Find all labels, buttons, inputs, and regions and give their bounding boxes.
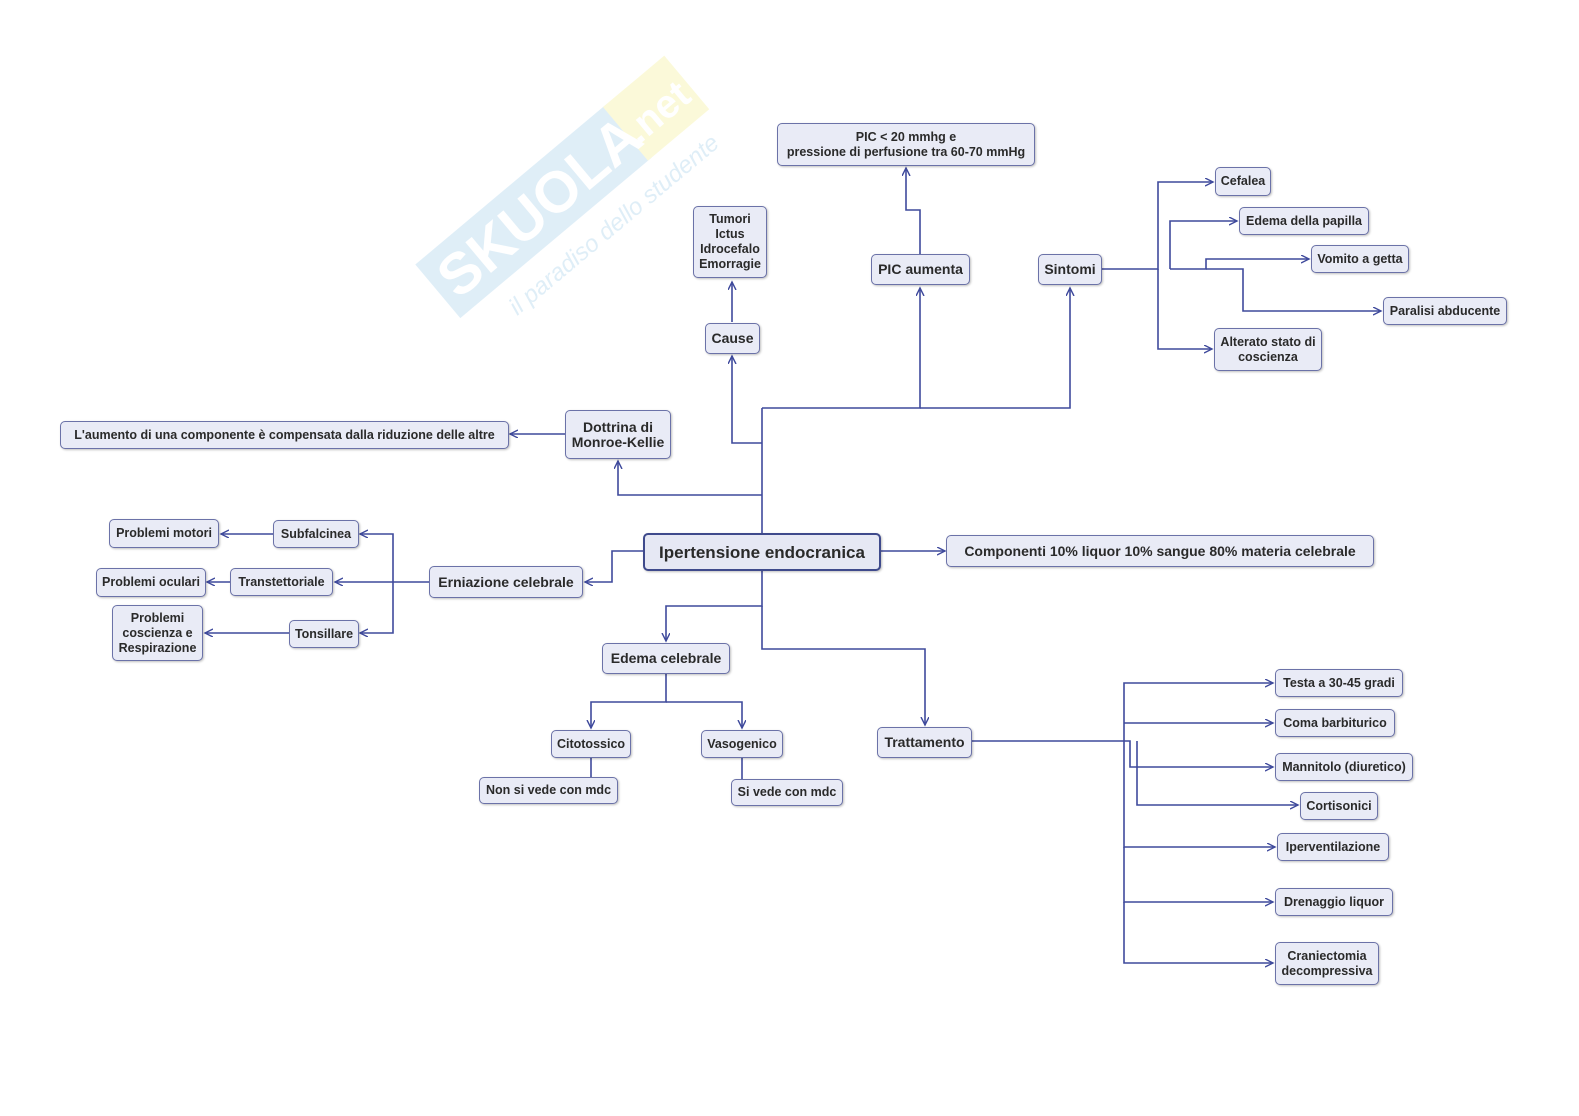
node-edema-celebrale[interactable]: Edema celebrale (602, 643, 730, 674)
node-pic-aumenta[interactable]: PIC aumenta (871, 254, 970, 285)
edge-edema-citotossico (591, 674, 667, 728)
edge-sintomi-cefalea (1102, 182, 1213, 270)
edge-tratt-iperventilazione (1123, 741, 1275, 847)
edge-to-edema (666, 570, 763, 641)
edge-sintomi-paralisi (1206, 268, 1381, 311)
node-componenti[interactable]: Componenti 10% liquor 10% sangue 80% mat… (946, 535, 1374, 567)
edge-edema-vasogenico (666, 701, 742, 728)
node-subfalcinea[interactable]: Subfalcinea (273, 520, 359, 548)
node-vomito[interactable]: Vomito a getta (1311, 245, 1409, 273)
node-edema-papilla[interactable]: Edema della papilla (1239, 207, 1369, 235)
edge-to-trattamento (761, 606, 925, 725)
node-transtettoriale[interactable]: Transtettoriale (230, 568, 333, 596)
node-craniectomia[interactable]: Craniectomia decompressiva (1275, 942, 1379, 985)
node-alterato-coscienza[interactable]: Alterato stato di coscienza (1214, 328, 1322, 371)
edge-to-cause (732, 356, 762, 444)
edge-erniazione-tonsillare (360, 582, 394, 633)
edge-tratt-mannitolo (1124, 740, 1273, 767)
node-cortisonici[interactable]: Cortisonici (1300, 792, 1378, 820)
node-problemi-motori[interactable]: Problemi motori (109, 519, 219, 548)
node-problemi-oculari[interactable]: Problemi oculari (96, 568, 206, 597)
node-trattamento[interactable]: Trattamento (877, 727, 972, 758)
node-cause-elenco[interactable]: Tumori Ictus Idrocefalo Emorragie (693, 206, 767, 278)
node-sintomi[interactable]: Sintomi (1038, 254, 1102, 285)
node-dottrina-monroe-kellie[interactable]: Dottrina di Monroe-Kellie (565, 410, 671, 459)
node-dottrina-descrizione[interactable]: L'aumento di una componente è compensata… (60, 421, 509, 449)
node-tonsillare[interactable]: Tonsillare (289, 620, 359, 648)
node-pic-descrizione[interactable]: PIC < 20 mmhg e pressione di perfusione … (777, 123, 1035, 166)
edge-to-sintomi (920, 288, 1070, 409)
node-si-vede-mdc[interactable]: Si vede con mdc (731, 779, 843, 806)
edge-sintomi-vomito (1170, 259, 1309, 270)
node-cefalea[interactable]: Cefalea (1215, 167, 1271, 196)
skuola-watermark-logo: SKUOLA .net il paradiso dello studente (415, 55, 725, 321)
edge-sintomi-alterato (1157, 269, 1212, 349)
edge-tratt-craniectomia (1123, 902, 1273, 963)
edge-tratt-testa (1123, 683, 1273, 741)
node-ipertensione-endocranica[interactable]: Ipertensione endocranica (643, 533, 881, 571)
edge-to-erniazione (585, 550, 643, 582)
node-cause[interactable]: Cause (705, 323, 760, 354)
edge-tratt-drenaggio (1123, 847, 1273, 902)
node-testa-30-45[interactable]: Testa a 30-45 gradi (1275, 669, 1403, 697)
edge-erniazione-subfalcinea (360, 534, 394, 582)
edge-tratt-cortisonici (1136, 741, 1298, 805)
node-vasogenico[interactable]: Vasogenico (701, 730, 783, 758)
node-iperventilazione[interactable]: Iperventilazione (1277, 833, 1389, 861)
edge-to-dottrina (618, 461, 762, 496)
node-erniazione[interactable]: Erniazione celebrale (429, 566, 583, 598)
node-coma-barbiturico[interactable]: Coma barbiturico (1275, 709, 1395, 737)
node-problemi-coscienza[interactable]: Problemi coscienza e Respirazione (112, 605, 203, 661)
node-drenaggio-liquor[interactable]: Drenaggio liquor (1275, 888, 1393, 916)
edge-to-pic (762, 288, 920, 409)
node-non-si-vede-mdc[interactable]: Non si vede con mdc (479, 777, 618, 804)
edge-pic-desc (906, 168, 921, 254)
edge-sintomi-papilla (1169, 221, 1237, 269)
node-paralisi[interactable]: Paralisi abducente (1383, 297, 1507, 325)
node-mannitolo[interactable]: Mannitolo (diuretico) (1275, 753, 1413, 781)
node-citotossico[interactable]: Citotossico (551, 730, 631, 758)
